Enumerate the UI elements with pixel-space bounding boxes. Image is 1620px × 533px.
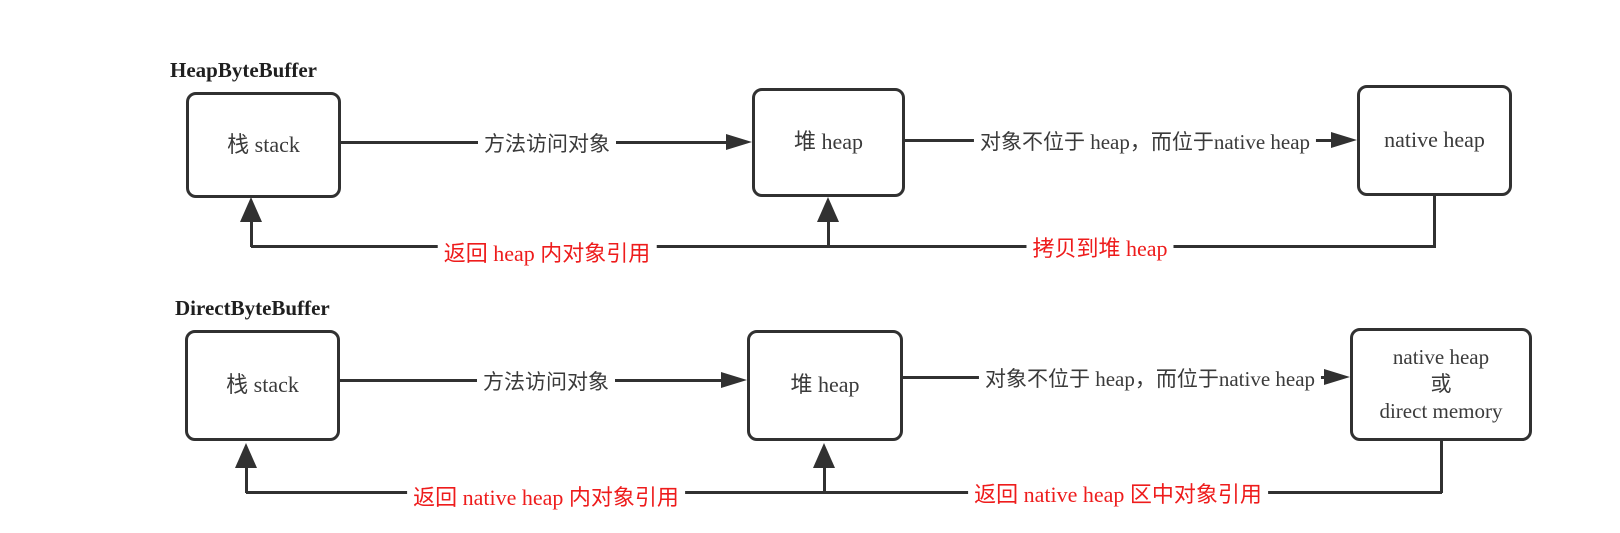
box-heap-label: 堆 heap <box>793 129 864 155</box>
box-line-native-heap: native heap <box>1392 344 1490 369</box>
box-line-or: 或 <box>1430 371 1452 396</box>
box-native-heap-or-direct-memory: native heap 或 direct memory <box>1350 328 1532 441</box>
edge-label-method-access: 方法访问对象 <box>478 128 616 158</box>
diagram-title-heapbytebuffer: HeapByteBuffer <box>170 58 317 82</box>
return-line-vertical-heap <box>823 467 826 493</box>
edge-label-object-in-native-heap: 对象不位于 heap，而位于native heap <box>973 126 1317 156</box>
return-label-heap-object-ref: 返回 heap 内对象引用 <box>437 236 657 268</box>
return-line-vertical-stack <box>250 221 253 247</box>
return-line-vertical-heap <box>827 221 830 247</box>
return-line-vertical-native-heap <box>1433 196 1436 248</box>
arrowhead-right-icon <box>1331 132 1357 148</box>
return-line-horizontal <box>251 245 1436 248</box>
edge-label-method-access: 方法访问对象 <box>477 366 615 396</box>
box-native-heap-label: native heap <box>1384 127 1485 153</box>
arrowhead-right-icon <box>726 134 752 150</box>
arrowhead-right-icon <box>721 372 747 388</box>
return-line-vertical-native-heap <box>1440 441 1443 493</box>
box-stack-label: 栈 stack <box>226 372 299 398</box>
return-line-vertical-stack <box>245 467 248 493</box>
return-label-native-heap-area-object-ref: 返回 native heap 区中对象引用 <box>968 477 1268 509</box>
box-heap-label: 堆 heap <box>790 372 860 398</box>
arrowhead-up-icon <box>240 197 262 222</box>
diagram-title-directbytebuffer: DirectByteBuffer <box>175 296 330 320</box>
return-label-native-heap-object-ref: 返回 native heap 内对象引用 <box>407 480 685 512</box>
arrowhead-up-icon <box>813 443 835 468</box>
edge-label-object-in-native-heap: 对象不位于 heap，而位于native heap <box>978 363 1322 393</box>
return-line-horizontal <box>246 491 1442 494</box>
box-line-direct-memory: direct memory <box>1379 399 1503 424</box>
box-stack-label: 栈 stack <box>227 131 300 157</box>
box-stack: 栈 stack <box>186 92 341 198</box>
arrowhead-right-icon <box>1324 369 1350 385</box>
box-stack: 栈 stack <box>185 330 340 441</box>
box-heap: 堆 heap <box>752 88 905 197</box>
arrowhead-up-icon <box>817 197 839 222</box>
arrowhead-up-icon <box>235 443 257 468</box>
box-heap: 堆 heap <box>747 330 903 441</box>
box-native-heap: native heap <box>1357 85 1512 196</box>
return-label-copy-to-heap: 拷贝到堆 heap <box>1026 231 1174 263</box>
